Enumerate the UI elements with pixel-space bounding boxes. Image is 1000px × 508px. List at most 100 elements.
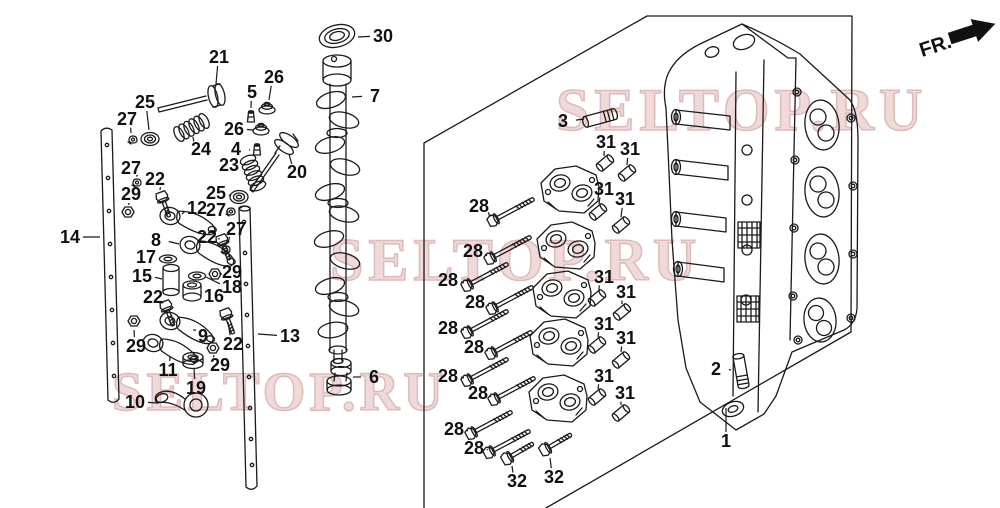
leader-line xyxy=(160,301,164,304)
dowel-pin-icon xyxy=(611,302,633,322)
part-label-25: 25 xyxy=(206,183,226,203)
leader-line xyxy=(154,276,163,280)
clip-icon xyxy=(127,135,138,145)
dowel-pin-icon xyxy=(610,350,632,370)
part-label-14: 14 xyxy=(60,227,80,247)
part-label-24: 24 xyxy=(191,139,211,159)
part-label-31: 31 xyxy=(616,328,636,348)
part-label-28: 28 xyxy=(444,419,464,439)
leader-line xyxy=(486,448,489,451)
camshaft-holder-icon xyxy=(540,165,600,214)
leader-line xyxy=(257,333,278,336)
part-label-13: 13 xyxy=(280,326,300,346)
part-label-31: 31 xyxy=(596,132,616,152)
leader-line xyxy=(205,276,221,285)
stud-pin-icon xyxy=(731,352,751,390)
part-label-26: 26 xyxy=(224,119,244,139)
part-label-26: 26 xyxy=(264,67,284,87)
leader-line xyxy=(598,197,601,205)
part-label-12: 12 xyxy=(187,198,207,218)
small-parts-layer xyxy=(121,101,751,468)
valve-cotter-icon xyxy=(246,110,256,123)
rocker-shaft-a-drawing xyxy=(100,127,120,403)
bushing-16-drawing xyxy=(182,280,202,302)
leader-line xyxy=(351,95,363,98)
part-label-5: 5 xyxy=(247,82,257,102)
part-label-20: 20 xyxy=(287,162,307,182)
leader-line xyxy=(268,85,272,101)
leader-line xyxy=(146,110,150,131)
part-label-17: 17 xyxy=(136,247,156,267)
dowel-pin-icon xyxy=(586,387,608,407)
dowel-pin-icon xyxy=(610,215,632,235)
part-label-1: 1 xyxy=(721,431,731,451)
washer-icon xyxy=(187,271,207,281)
flange-bolt-icon xyxy=(483,325,536,362)
flange-bolt-icon xyxy=(459,257,512,294)
leader-line xyxy=(241,165,244,168)
part-label-19: 19 xyxy=(186,378,206,398)
nut-icon xyxy=(208,268,222,280)
watermark-text: SELTOP.RU xyxy=(555,77,928,143)
part-label-22: 22 xyxy=(223,334,243,354)
part-label-31: 31 xyxy=(615,189,635,209)
leader-line xyxy=(620,346,623,353)
flange-bolt-icon xyxy=(463,405,516,442)
spring-retainer-icon xyxy=(252,122,270,136)
leader-line xyxy=(460,328,465,331)
leader-line xyxy=(158,257,161,260)
leader-line xyxy=(487,304,490,307)
part-label-3: 3 xyxy=(558,111,568,131)
part-label-28: 28 xyxy=(468,383,488,403)
leader-line xyxy=(486,349,489,352)
part-label-9: 9 xyxy=(198,326,208,346)
nut-icon xyxy=(206,342,220,354)
part-label-31: 31 xyxy=(616,282,636,302)
part-label-7: 7 xyxy=(370,86,380,106)
part-label-25: 25 xyxy=(135,92,155,112)
part-label-28: 28 xyxy=(438,270,458,290)
rocker-arm-10-drawing xyxy=(154,390,209,418)
short-bolt-icon xyxy=(536,428,576,459)
part-label-29: 29 xyxy=(126,336,146,356)
part-label-4: 4 xyxy=(231,139,241,159)
dowel-pin-icon xyxy=(586,335,608,355)
rocker-arm-icon xyxy=(156,309,220,347)
assembly-boundary xyxy=(423,15,853,508)
dowel-pin-icon xyxy=(594,153,616,173)
part-label-31: 31 xyxy=(615,383,635,403)
part-label-30: 30 xyxy=(373,26,393,46)
part-label-28: 28 xyxy=(464,438,484,458)
leader-line xyxy=(200,291,203,294)
part-label-29: 29 xyxy=(121,184,141,204)
pivot-bolt-icon xyxy=(218,306,240,337)
leader-line xyxy=(484,253,488,257)
leader-line xyxy=(192,136,195,142)
spring-seat-icon xyxy=(140,131,160,147)
camshaft-holder-icon xyxy=(536,221,596,270)
cylinder-head-drawing xyxy=(663,23,859,431)
fr-arrow-icon xyxy=(947,19,996,45)
leader-line xyxy=(575,118,585,121)
part-label-2: 2 xyxy=(711,359,721,379)
spring-retainer-icon xyxy=(258,101,276,115)
leader-line xyxy=(597,384,600,390)
leader-line xyxy=(288,153,293,164)
part-label-32: 32 xyxy=(507,471,527,491)
exhaust-valve-drawing xyxy=(249,131,299,193)
leader-line xyxy=(489,395,492,398)
part-label-27: 27 xyxy=(226,219,246,239)
dowel-pin-icon xyxy=(616,163,638,183)
part-label-31: 31 xyxy=(594,267,614,287)
part-label-10: 10 xyxy=(125,392,145,412)
leader-line xyxy=(227,236,231,244)
part-label-8: 8 xyxy=(151,230,161,250)
part-label-28: 28 xyxy=(438,366,458,386)
part-label-28: 28 xyxy=(469,196,489,216)
flange-bolt-icon xyxy=(484,280,537,317)
fr-label: FR. xyxy=(917,31,954,62)
leader-line xyxy=(597,332,600,338)
leader-line xyxy=(511,465,514,473)
